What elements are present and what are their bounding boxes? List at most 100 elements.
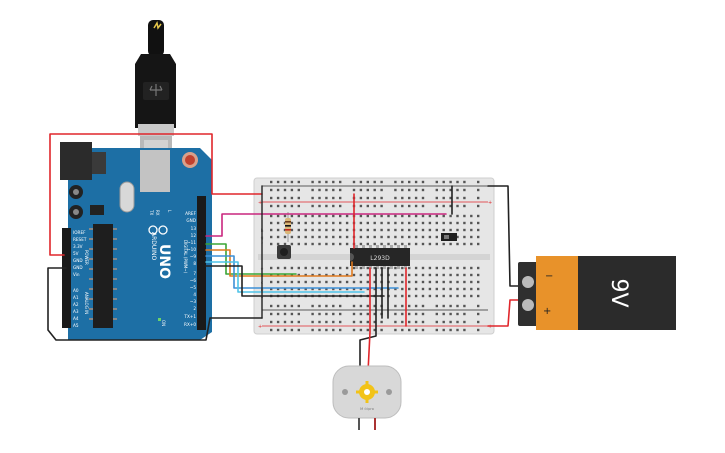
breadboard-hole[interactable] (345, 242, 349, 246)
breadboard-hole[interactable] (435, 304, 438, 308)
breadboard-hole[interactable] (276, 287, 280, 291)
breadboard-hole[interactable] (401, 228, 404, 232)
breadboard-hole[interactable] (297, 228, 300, 232)
breadboard-hole[interactable] (290, 320, 294, 324)
breadboard-hole[interactable] (470, 242, 473, 246)
breadboard-hole[interactable] (428, 235, 432, 239)
breadboard-hole[interactable] (408, 287, 411, 291)
breadboard-hole[interactable] (394, 294, 397, 298)
breadboard-hole[interactable] (408, 235, 411, 239)
breadboard-hole[interactable] (297, 312, 300, 316)
breadboard-hole[interactable] (401, 328, 404, 332)
breadboard-hole[interactable] (332, 328, 335, 332)
breadboard-hole[interactable] (339, 280, 342, 284)
breadboard-hole[interactable] (359, 273, 363, 277)
breadboard-hole[interactable] (318, 304, 321, 308)
breadboard-hole[interactable] (318, 188, 321, 192)
breadboard-hole[interactable] (283, 188, 287, 192)
breadboard-hole[interactable] (325, 280, 328, 284)
breadboard-hole[interactable] (449, 304, 452, 308)
breadboard-hole[interactable] (428, 294, 432, 298)
breadboard-hole[interactable] (311, 235, 314, 239)
breadboard-hole[interactable] (373, 287, 376, 291)
breadboard-hole[interactable] (297, 221, 300, 225)
breadboard-hole[interactable] (339, 304, 342, 308)
breadboard-hole[interactable] (435, 266, 438, 270)
breadboard-hole[interactable] (380, 235, 383, 239)
breadboard-hole[interactable] (380, 180, 383, 184)
breadboard-hole[interactable] (283, 180, 287, 184)
breadboard-hole[interactable] (325, 320, 328, 324)
breadboard-hole[interactable] (408, 312, 411, 316)
breadboard-hole[interactable] (359, 221, 363, 225)
breadboard-hole[interactable] (442, 266, 445, 270)
breadboard-hole[interactable] (311, 242, 314, 246)
wire-red-5v[interactable] (49, 133, 263, 256)
breadboard-hole[interactable] (311, 287, 314, 291)
breadboard-hole[interactable] (373, 273, 376, 277)
breadboard-hole[interactable] (359, 304, 363, 308)
breadboard-hole[interactable] (304, 280, 307, 284)
breadboard-hole[interactable] (270, 266, 273, 270)
breadboard-hole[interactable] (373, 221, 376, 225)
breadboard-hole[interactable] (421, 312, 425, 316)
breadboard-hole[interactable] (456, 214, 459, 218)
breadboard-hole[interactable] (325, 228, 328, 232)
breadboard-hole[interactable] (421, 235, 425, 239)
breadboard-hole[interactable] (366, 328, 369, 332)
breadboard-hole[interactable] (270, 221, 273, 225)
breadboard-hole[interactable] (442, 304, 445, 308)
breadboard-hole[interactable] (283, 328, 287, 332)
breadboard-hole[interactable] (332, 235, 335, 239)
breadboard-hole[interactable] (270, 273, 273, 277)
breadboard-hole[interactable] (325, 273, 328, 277)
breadboard-hole[interactable] (414, 312, 418, 316)
breadboard-hole[interactable] (366, 280, 369, 284)
breadboard-hole[interactable] (456, 221, 459, 225)
breadboard-hole[interactable] (339, 204, 342, 208)
breadboard-hole[interactable] (276, 180, 280, 184)
breadboard-hole[interactable] (435, 280, 438, 284)
breadboard-hole[interactable] (332, 320, 335, 324)
breadboard-hole[interactable] (387, 214, 390, 218)
breadboard-hole[interactable] (270, 242, 273, 246)
breadboard-hole[interactable] (276, 242, 280, 246)
breadboard-hole[interactable] (270, 328, 273, 332)
breadboard-hole[interactable] (345, 235, 349, 239)
breadboard-hole[interactable] (290, 196, 294, 200)
breadboard-hole[interactable] (401, 266, 404, 270)
wire-battery-red[interactable] (487, 299, 521, 327)
breadboard-hole[interactable] (318, 228, 321, 232)
breadboard-hole[interactable] (359, 228, 363, 232)
breadboard-hole[interactable] (401, 280, 404, 284)
breadboard-hole[interactable] (359, 266, 363, 270)
breadboard-hole[interactable] (449, 266, 452, 270)
breadboard-hole[interactable] (435, 242, 438, 246)
breadboard-hole[interactable] (276, 196, 280, 200)
breadboard-hole[interactable] (318, 312, 321, 316)
breadboard-hole[interactable] (352, 287, 356, 291)
breadboard-hole[interactable] (414, 328, 418, 332)
breadboard-hole[interactable] (366, 196, 369, 200)
breadboard-hole[interactable] (414, 273, 418, 277)
breadboard-hole[interactable] (352, 280, 356, 284)
breadboard-hole[interactable] (442, 204, 445, 208)
breadboard-hole[interactable] (359, 214, 363, 218)
breadboard-hole[interactable] (332, 228, 335, 232)
breadboard-hole[interactable] (359, 188, 363, 192)
breadboard-hole[interactable] (442, 312, 445, 316)
breadboard-hole[interactable] (373, 242, 376, 246)
breadboard-hole[interactable] (276, 328, 280, 332)
breadboard-hole[interactable] (290, 304, 294, 308)
breadboard-hole[interactable] (477, 312, 480, 316)
breadboard-hole[interactable] (449, 180, 452, 184)
breadboard-hole[interactable] (449, 228, 452, 232)
breadboard-hole[interactable] (359, 242, 363, 246)
breadboard-hole[interactable] (366, 180, 369, 184)
breadboard-hole[interactable] (304, 287, 307, 291)
breadboard-hole[interactable] (414, 287, 418, 291)
breadboard-hole[interactable] (283, 287, 287, 291)
breadboard-hole[interactable] (435, 328, 438, 332)
wire-motor-red[interactable] (367, 267, 371, 373)
breadboard-hole[interactable] (311, 320, 314, 324)
